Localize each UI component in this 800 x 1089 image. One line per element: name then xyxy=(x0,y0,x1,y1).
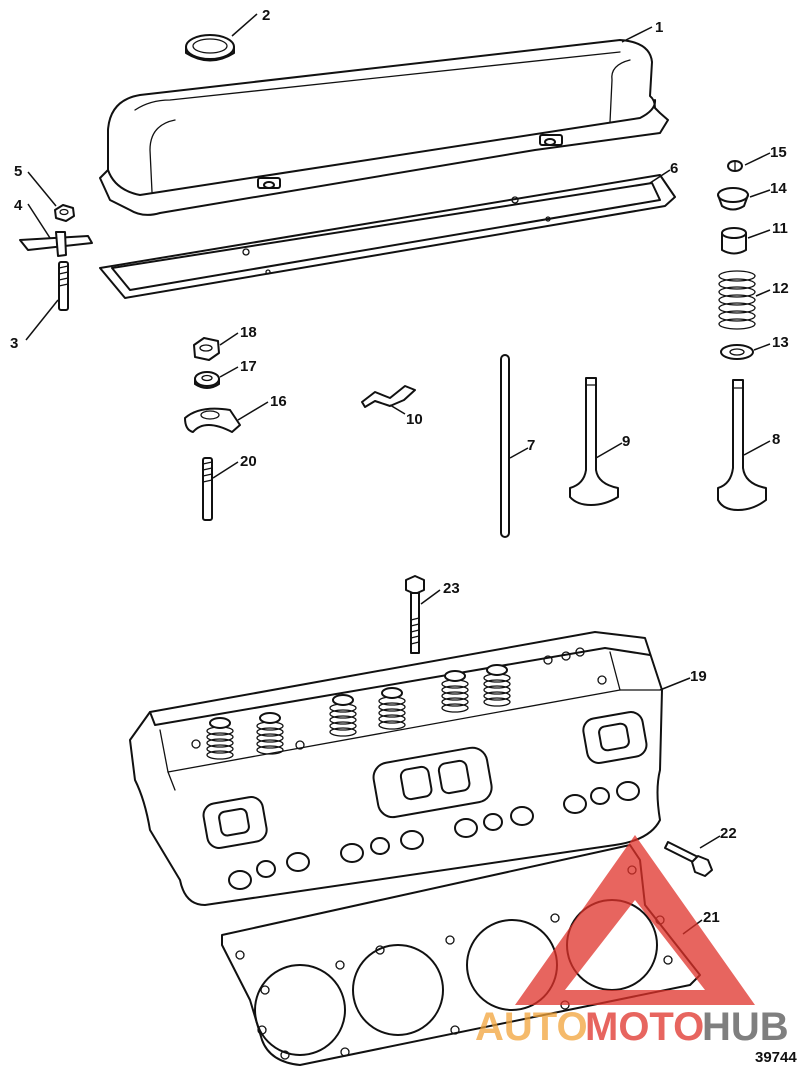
part-14-spring-retainer xyxy=(717,187,749,211)
callout-6: 6 xyxy=(670,160,678,177)
part-22-bolt xyxy=(664,841,713,877)
part-3-stud xyxy=(58,261,69,311)
callout-19: 19 xyxy=(690,668,707,685)
head-valve-springs xyxy=(206,664,511,760)
callout-3: 3 xyxy=(10,335,18,352)
callout-13: 13 xyxy=(772,334,789,351)
part-20-rocker-stud xyxy=(202,457,213,521)
callout-21: 21 xyxy=(703,909,720,926)
callout-12: 12 xyxy=(772,280,789,297)
part-15-valve-lock xyxy=(727,160,743,172)
part-5-nut xyxy=(54,204,75,222)
callout-17: 17 xyxy=(240,358,257,375)
callout-16: 16 xyxy=(270,393,287,410)
callout-14: 14 xyxy=(770,180,787,197)
callout-9: 9 xyxy=(622,433,630,450)
part-16-rocker-arm xyxy=(184,407,241,433)
callout-23: 23 xyxy=(443,580,460,597)
callout-18: 18 xyxy=(240,324,257,341)
callout-20: 20 xyxy=(240,453,257,470)
part-11-oil-seal xyxy=(721,227,747,255)
callout-7: 7 xyxy=(527,437,535,454)
callout-numbers: 2 1 5 4 3 6 18 17 16 20 10 7 9 8 15 14 1… xyxy=(10,7,789,926)
watermark-auto: AUTO xyxy=(475,1005,588,1049)
callout-5: 5 xyxy=(14,163,22,180)
part-10-guide-plate xyxy=(361,385,416,408)
callout-2: 2 xyxy=(262,7,270,24)
part-8-intake-valve xyxy=(717,379,767,511)
part-7-pushrod xyxy=(500,354,510,538)
diagram-reference-number: 39744 xyxy=(755,1049,797,1066)
callout-1: 1 xyxy=(655,19,663,36)
callout-11: 11 xyxy=(772,220,788,237)
part-12-valve-spring xyxy=(718,270,756,330)
watermark-logo-triangle xyxy=(515,835,755,1005)
callout-8: 8 xyxy=(772,431,780,448)
watermark-moto: MOTO xyxy=(585,1005,704,1049)
part-23-head-bolt xyxy=(405,575,425,654)
part-4-clip xyxy=(19,231,93,257)
part-9-exhaust-valve xyxy=(569,377,619,506)
part-18-rocker-nut xyxy=(193,337,220,361)
part-2-oil-filler-cap xyxy=(185,34,235,62)
automotohub-watermark: AUTO MOTO HUB xyxy=(475,835,789,1049)
callout-15: 15 xyxy=(770,144,787,161)
watermark-hub: HUB xyxy=(702,1005,789,1049)
part-6-valve-cover-gasket xyxy=(99,174,676,299)
part-13-spring-seat xyxy=(720,344,754,360)
callout-10: 10 xyxy=(406,411,423,428)
part-17-rocker-ball xyxy=(194,371,220,389)
part-1-valve-cover xyxy=(99,39,669,216)
callout-22: 22 xyxy=(720,825,737,842)
part-19-cylinder-head xyxy=(129,631,663,906)
callout-4: 4 xyxy=(14,197,23,214)
